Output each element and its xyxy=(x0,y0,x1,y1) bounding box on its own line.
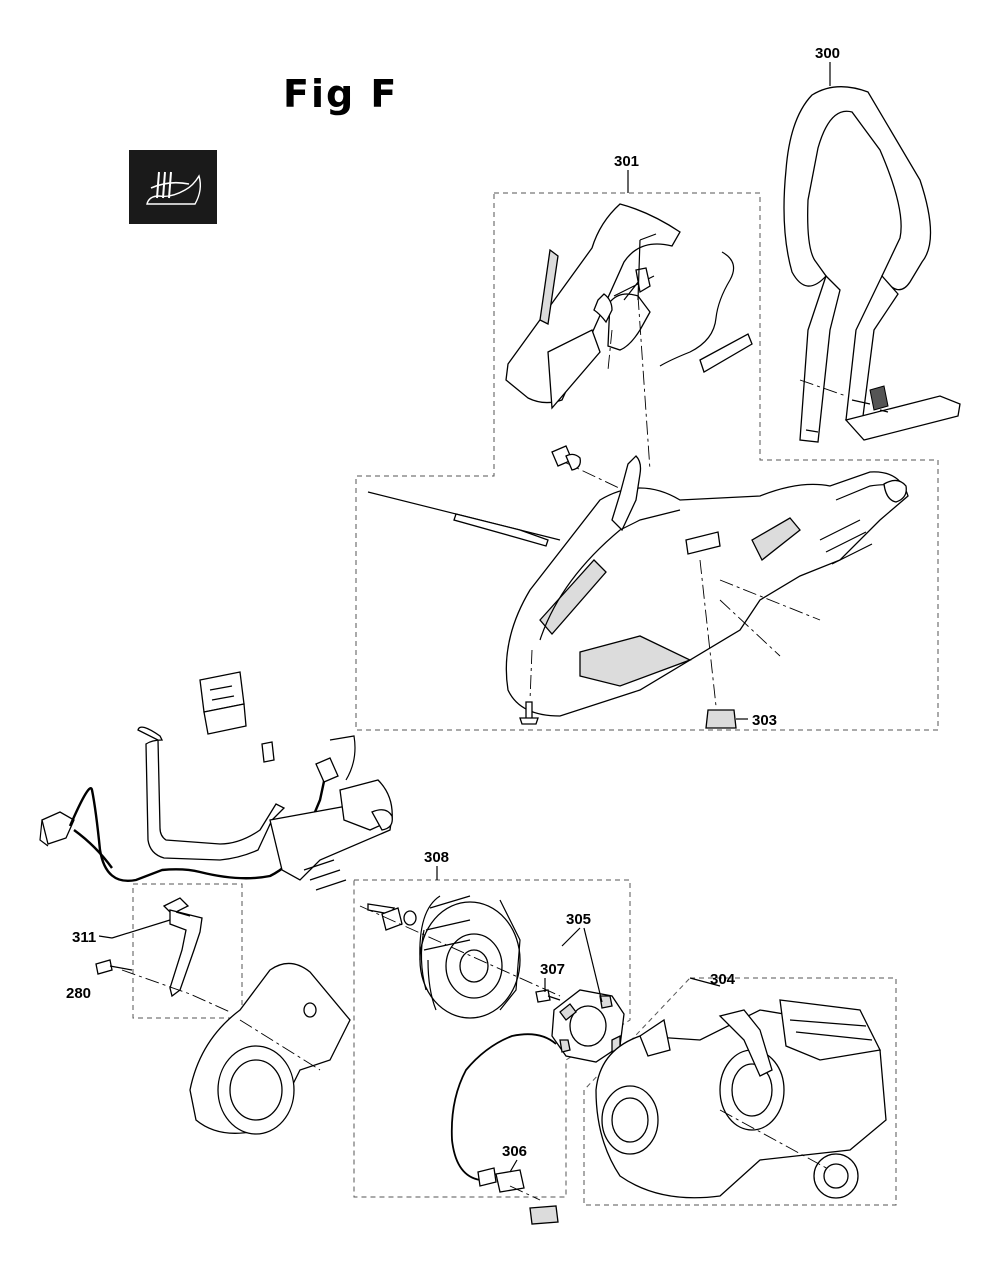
callout-306: 306 xyxy=(502,1143,527,1160)
figure-title: Fig F xyxy=(283,72,399,116)
leader-lines xyxy=(436,62,831,1173)
callout-301: 301 xyxy=(614,153,639,170)
front-handle-300 xyxy=(783,86,961,443)
rear-housing xyxy=(367,455,909,729)
ignition-module-305 xyxy=(450,989,625,1225)
callout-304: 304 xyxy=(710,971,736,988)
handle-section-icon xyxy=(129,150,217,224)
flywheel-308 xyxy=(359,895,561,1019)
callout-280: 280 xyxy=(66,985,91,1002)
crankcase-half xyxy=(189,962,351,1135)
callout-300: 300 xyxy=(815,45,840,62)
group-308-outline xyxy=(353,879,631,1198)
callout-305: 305 xyxy=(566,911,591,928)
wiring-assembly xyxy=(39,671,393,1013)
callout-311: 311 xyxy=(72,929,96,946)
callout-307: 307 xyxy=(540,961,565,978)
crankcase-304 xyxy=(595,999,887,1199)
callout-308: 308 xyxy=(424,849,449,866)
group-301-outline xyxy=(355,192,939,731)
rear-handle-301 xyxy=(505,203,753,499)
callout-303: 303 xyxy=(752,712,777,729)
